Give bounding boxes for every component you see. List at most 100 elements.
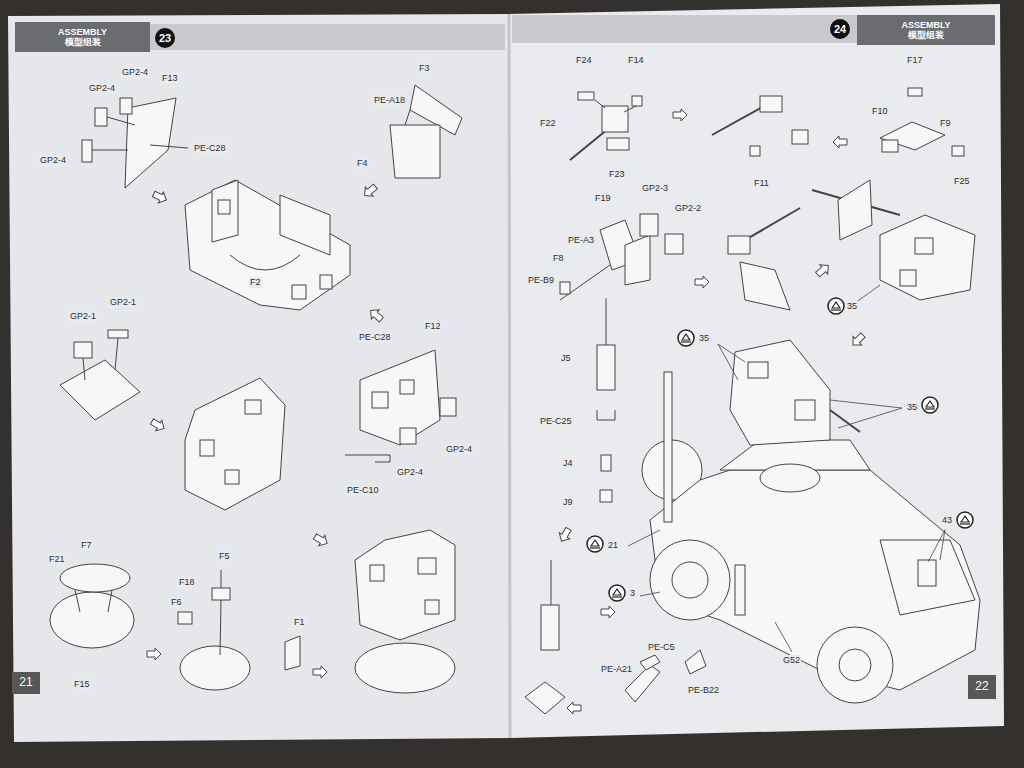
part-drawings-part [880, 540, 975, 615]
part-label: GP2-1 [69, 311, 97, 322]
leader-lines-part [640, 592, 660, 596]
callout-number: 35 [698, 333, 710, 344]
part-label: GP2-2 [674, 203, 702, 214]
part-drawings-part [320, 275, 332, 289]
part-label: F1 [293, 617, 306, 628]
part-label: F17 [906, 55, 924, 66]
part-drawings-part [795, 400, 815, 420]
part-label: F12 [424, 321, 442, 332]
flow-arrows-part [149, 416, 167, 433]
pages-part [150, 24, 505, 50]
part-label: F15 [73, 679, 91, 690]
part-label: F21 [48, 554, 66, 565]
part-drawings-part [750, 146, 760, 156]
part-drawings-part [602, 106, 628, 132]
part-label: PE-B22 [687, 685, 720, 696]
part-label: GP2-4 [121, 67, 149, 78]
part-drawings-part [735, 565, 745, 615]
callout-icons [587, 298, 973, 601]
part-drawings-part [220, 600, 221, 655]
leader-lines [628, 285, 945, 652]
part-drawings-part [225, 470, 239, 484]
part-drawings-part [74, 342, 92, 358]
callout-number: 35 [846, 301, 858, 312]
part-drawings-part [185, 378, 285, 510]
part-label: F13 [161, 73, 179, 84]
part-label: J9 [562, 497, 574, 508]
part-drawings-part [120, 98, 132, 114]
part-drawings-part [595, 100, 605, 108]
part-drawings-part [200, 440, 214, 456]
header-band-text: 模型组装 [65, 37, 101, 47]
part-drawings-part [185, 180, 350, 310]
leader-lines-part [830, 400, 902, 408]
part-drawings-part [60, 564, 130, 592]
part-drawings-part [600, 490, 612, 502]
part-label: F6 [170, 597, 183, 608]
flow-arrows-part [151, 189, 169, 206]
callout-number: 43 [941, 515, 953, 526]
part-drawings-part [60, 360, 140, 420]
page-number-text: 21 [19, 676, 32, 690]
part-drawings-part [880, 215, 975, 300]
part-label: F9 [939, 118, 952, 129]
step-number: 24 [830, 19, 850, 39]
part-label: GP2-4 [396, 467, 424, 478]
part-drawings-part [900, 270, 916, 286]
part-drawings-part [370, 565, 384, 581]
part-label: F5 [218, 551, 231, 562]
part-drawings-part [830, 410, 860, 432]
part-drawings-part [664, 372, 672, 522]
flow-arrows-part [601, 606, 615, 618]
callout-icons-part [587, 536, 603, 552]
part-drawings-part [82, 140, 92, 162]
part-drawings-part [728, 236, 750, 254]
leader-lines-part [928, 530, 945, 562]
part-drawings-part [285, 636, 300, 670]
part-drawings-part [405, 110, 410, 125]
flow-arrows-part [313, 666, 327, 678]
flow-arrows-part [567, 702, 581, 714]
part-label: PE-A3 [567, 235, 595, 246]
part-drawings-part [425, 600, 439, 614]
part-drawings-part [665, 234, 683, 254]
part-drawings-part [640, 214, 658, 236]
part-drawings-part [292, 285, 306, 299]
callout-number: 35 [906, 402, 918, 413]
part-drawings-part [640, 655, 660, 670]
part-label: F4 [356, 158, 369, 169]
callout-icons-part [828, 298, 844, 314]
part-label: F19 [594, 193, 612, 204]
part-drawings-part [360, 350, 440, 445]
part-drawings [50, 85, 980, 714]
part-drawings-part [372, 392, 388, 408]
header-band-text: 模型组装 [908, 30, 944, 40]
step-number-text: 23 [159, 32, 171, 45]
part-drawings-part [597, 345, 615, 390]
part-label: F14 [627, 55, 645, 66]
flow-arrows-part [312, 531, 330, 548]
part-drawings-part [418, 558, 436, 574]
pages [8, 4, 1004, 742]
callout-icons-part [678, 330, 694, 346]
part-label: PE-C10 [346, 485, 380, 496]
part-drawings-part [632, 96, 642, 106]
part-drawings-part [178, 612, 192, 624]
pages-part [512, 15, 857, 43]
part-label: PE-C28 [193, 143, 227, 154]
callout-number: 3 [629, 588, 636, 599]
part-drawings-part [607, 138, 629, 150]
header-band: ASSEMBLY模型组装 [15, 22, 150, 52]
part-drawings-part [150, 145, 188, 148]
leader-lines-part [775, 622, 792, 652]
part-drawings-part [400, 380, 414, 394]
flow-arrows-part [833, 136, 847, 148]
part-drawings-part [650, 470, 980, 690]
header-band-text: ASSEMBLY [58, 27, 107, 37]
header-band-text: ASSEMBLY [901, 20, 950, 30]
part-drawings-part [400, 428, 416, 444]
part-drawings-part [760, 96, 782, 112]
part-drawings-part [551, 560, 552, 605]
flow-arrows [147, 109, 867, 714]
part-drawings-part [108, 590, 112, 612]
